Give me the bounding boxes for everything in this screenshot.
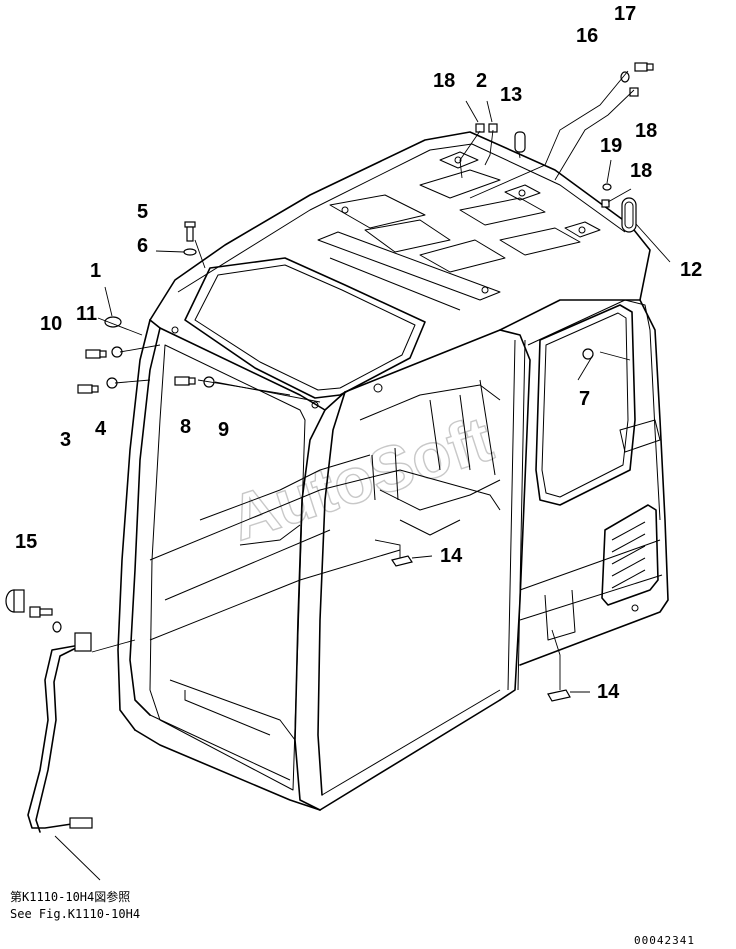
callout-5: 5 [137, 201, 148, 223]
callout-6: 6 [137, 235, 148, 257]
callout-1: 1 [90, 260, 101, 282]
callout-14-upper: 14 [440, 545, 463, 567]
part-nut-18a [475, 123, 485, 133]
part-plug-1 [104, 316, 122, 328]
callout-labels: 1 2 3 4 5 6 7 8 9 10 11 12 13 14 14 15 1… [15, 3, 702, 703]
callout-8: 8 [180, 416, 191, 438]
callout-9: 9 [218, 419, 229, 441]
part-cap-15 [5, 589, 25, 613]
callout-2: 2 [476, 70, 487, 92]
part-screw-7 [582, 348, 594, 360]
part-bolt-8 [174, 376, 196, 386]
part-washer-16 [620, 71, 630, 83]
part-bolt-5 [184, 221, 196, 242]
leader-lines [54, 70, 671, 881]
part-pad-14a [391, 555, 413, 567]
callout-11: 11 [76, 303, 97, 325]
callout-7: 7 [579, 388, 590, 410]
part-bolt-17 [634, 62, 654, 72]
callout-18-right: 18 [635, 120, 657, 142]
part-washer-6 [183, 248, 197, 256]
part-bolt-3 [77, 384, 99, 394]
callout-15: 15 [15, 531, 37, 553]
reference-note-en: See Fig.K1110-10H4 [10, 907, 140, 921]
callout-18-side: 18 [630, 160, 652, 182]
callout-3: 3 [60, 429, 71, 451]
part-seal-12 [621, 197, 637, 233]
callout-10: 10 [40, 313, 62, 335]
part-pad-14b [547, 689, 571, 702]
callout-14-lower: 14 [597, 681, 620, 703]
reference-note-jp: 第K1110-10H4図参照 [10, 889, 130, 904]
callout-12: 12 [680, 259, 702, 281]
drawing-code: 00042341 [634, 934, 695, 947]
callout-18-top: 18 [433, 70, 455, 92]
cab-body [117, 131, 669, 811]
callout-13: 13 [500, 84, 522, 106]
watermark: AutoSoft [221, 402, 500, 554]
part-bolt-10 [85, 349, 107, 359]
part-seal-13 [514, 131, 526, 153]
callout-16: 16 [576, 25, 598, 47]
callout-19: 19 [600, 135, 622, 157]
part-handrail [27, 632, 93, 833]
callout-4: 4 [95, 418, 107, 440]
part-bolt-15b [29, 606, 62, 633]
part-washer-19 [602, 183, 612, 191]
part-nut-18b [629, 87, 639, 97]
part-nut-18c [601, 199, 610, 208]
callout-17: 17 [614, 3, 636, 25]
